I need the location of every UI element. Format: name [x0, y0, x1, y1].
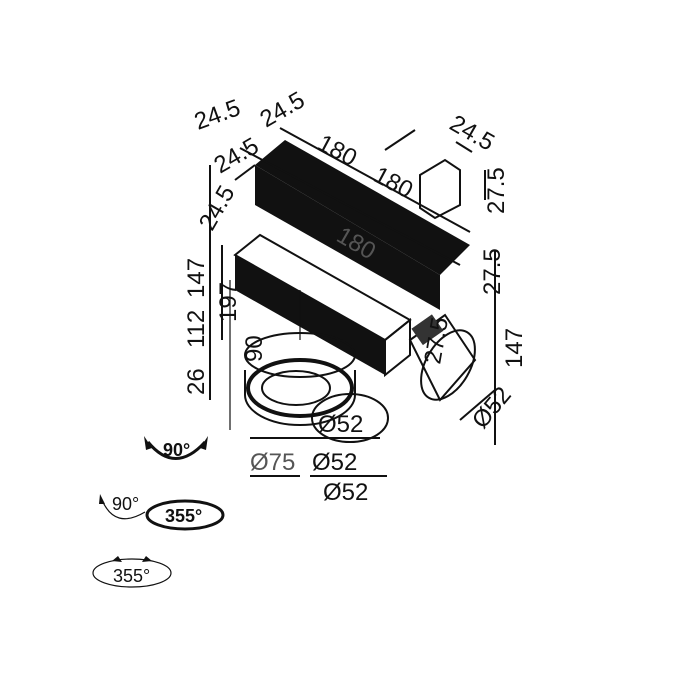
dim-right-diameter: Ø52 — [467, 382, 517, 434]
upper-track-module — [234, 127, 471, 310]
dim-top-right-width: 24.5 — [445, 110, 499, 157]
dim-left-height-total: 147 — [183, 258, 210, 298]
dim-bottom-diameter-52b: Ø52 — [323, 479, 368, 506]
spotlight-cylinder — [408, 313, 477, 402]
tilt-90-bold-label: 90° — [163, 440, 190, 460]
pan-355-bold-icon: 355° — [145, 499, 225, 531]
dim-front-diameter: Ø52 — [318, 411, 363, 438]
dim-right-stack: 27.5 — [479, 248, 506, 295]
dim-bottom-diameter-52a: Ø52 — [312, 449, 357, 476]
dim-left-height-112: 112 — [183, 310, 210, 348]
dim-top-right-height: 27.5 — [483, 167, 510, 214]
downlight-cylinder — [244, 332, 389, 443]
dim-right-height: 147 — [501, 328, 528, 368]
dimension-lines — [209, 129, 496, 477]
tilt-90-bold-icon: 90° — [144, 436, 208, 460]
pan-355-light-label: 355° — [113, 566, 150, 586]
pan-355-light-icon: 355° — [92, 556, 172, 588]
pan-355-bold-label: 355° — [165, 506, 202, 526]
dim-top-left-a: 24.5 — [191, 94, 244, 135]
dim-bottom-diameter-75: Ø75 — [250, 449, 295, 476]
dim-left-offset: 24.5 — [194, 181, 241, 235]
dim-left-height-26: 26 — [183, 368, 210, 395]
dim-left-height-197: 197 — [215, 282, 242, 322]
tilt-90-light-label: 90° — [112, 494, 139, 514]
dim-left-height-90: 90 — [241, 335, 268, 362]
dim-top-left-c: 24.5 — [256, 86, 310, 133]
tilt-90-light-icon: 90° — [99, 494, 146, 520]
